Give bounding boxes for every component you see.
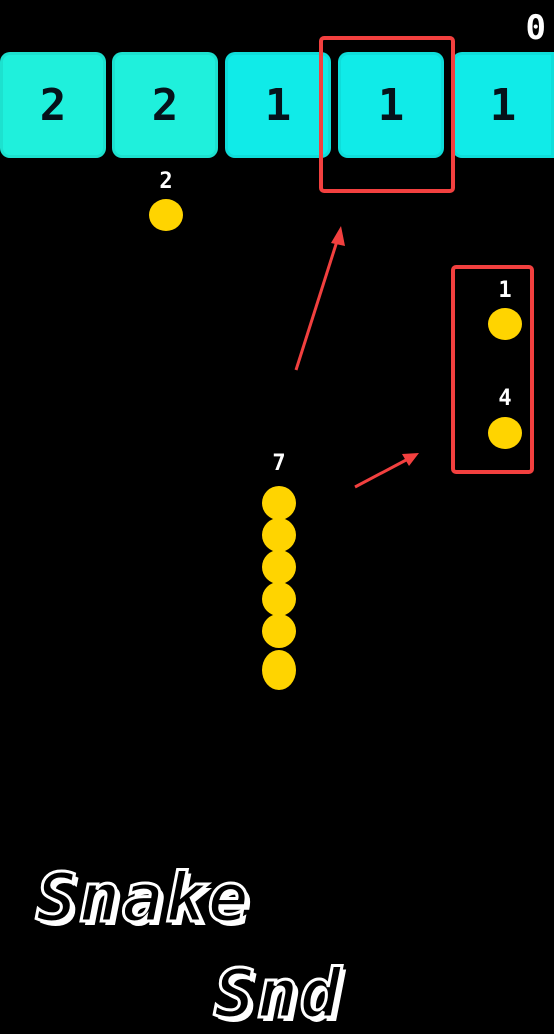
block: 1 — [338, 52, 444, 158]
arrow-icon — [354, 453, 419, 489]
annotation-arrows — [294, 226, 419, 489]
snake-length-label: 7 — [272, 451, 286, 476]
block: 1 — [452, 52, 554, 158]
arrow-icon — [294, 226, 345, 371]
pellet-label: 2 — [159, 169, 173, 194]
pellet — [488, 308, 522, 340]
annotation-highlight-box — [451, 265, 534, 474]
block-value: 1 — [489, 79, 517, 131]
block: 1 — [225, 52, 331, 158]
snake-segment — [262, 550, 296, 584]
title-second-word: Snd — [213, 955, 343, 1034]
snake-segment — [262, 614, 296, 648]
title-snake: Snake — [35, 859, 251, 938]
pellet — [488, 417, 522, 449]
snake-head — [262, 650, 296, 690]
pellet-label: 1 — [498, 278, 512, 303]
block: 2 — [0, 52, 106, 158]
score-counter: 0 — [525, 8, 546, 48]
annotation-highlight-box — [319, 36, 455, 193]
snake-segment — [262, 518, 296, 552]
block-value: 1 — [377, 79, 405, 131]
snake-segment — [262, 582, 296, 616]
block-value: 2 — [39, 79, 67, 131]
pellet — [149, 199, 183, 231]
pellet-label: 4 — [498, 386, 512, 411]
block-value: 1 — [264, 79, 292, 131]
block: 2 — [112, 52, 218, 158]
block-value: 2 — [151, 79, 179, 131]
snake-segment — [262, 486, 296, 520]
